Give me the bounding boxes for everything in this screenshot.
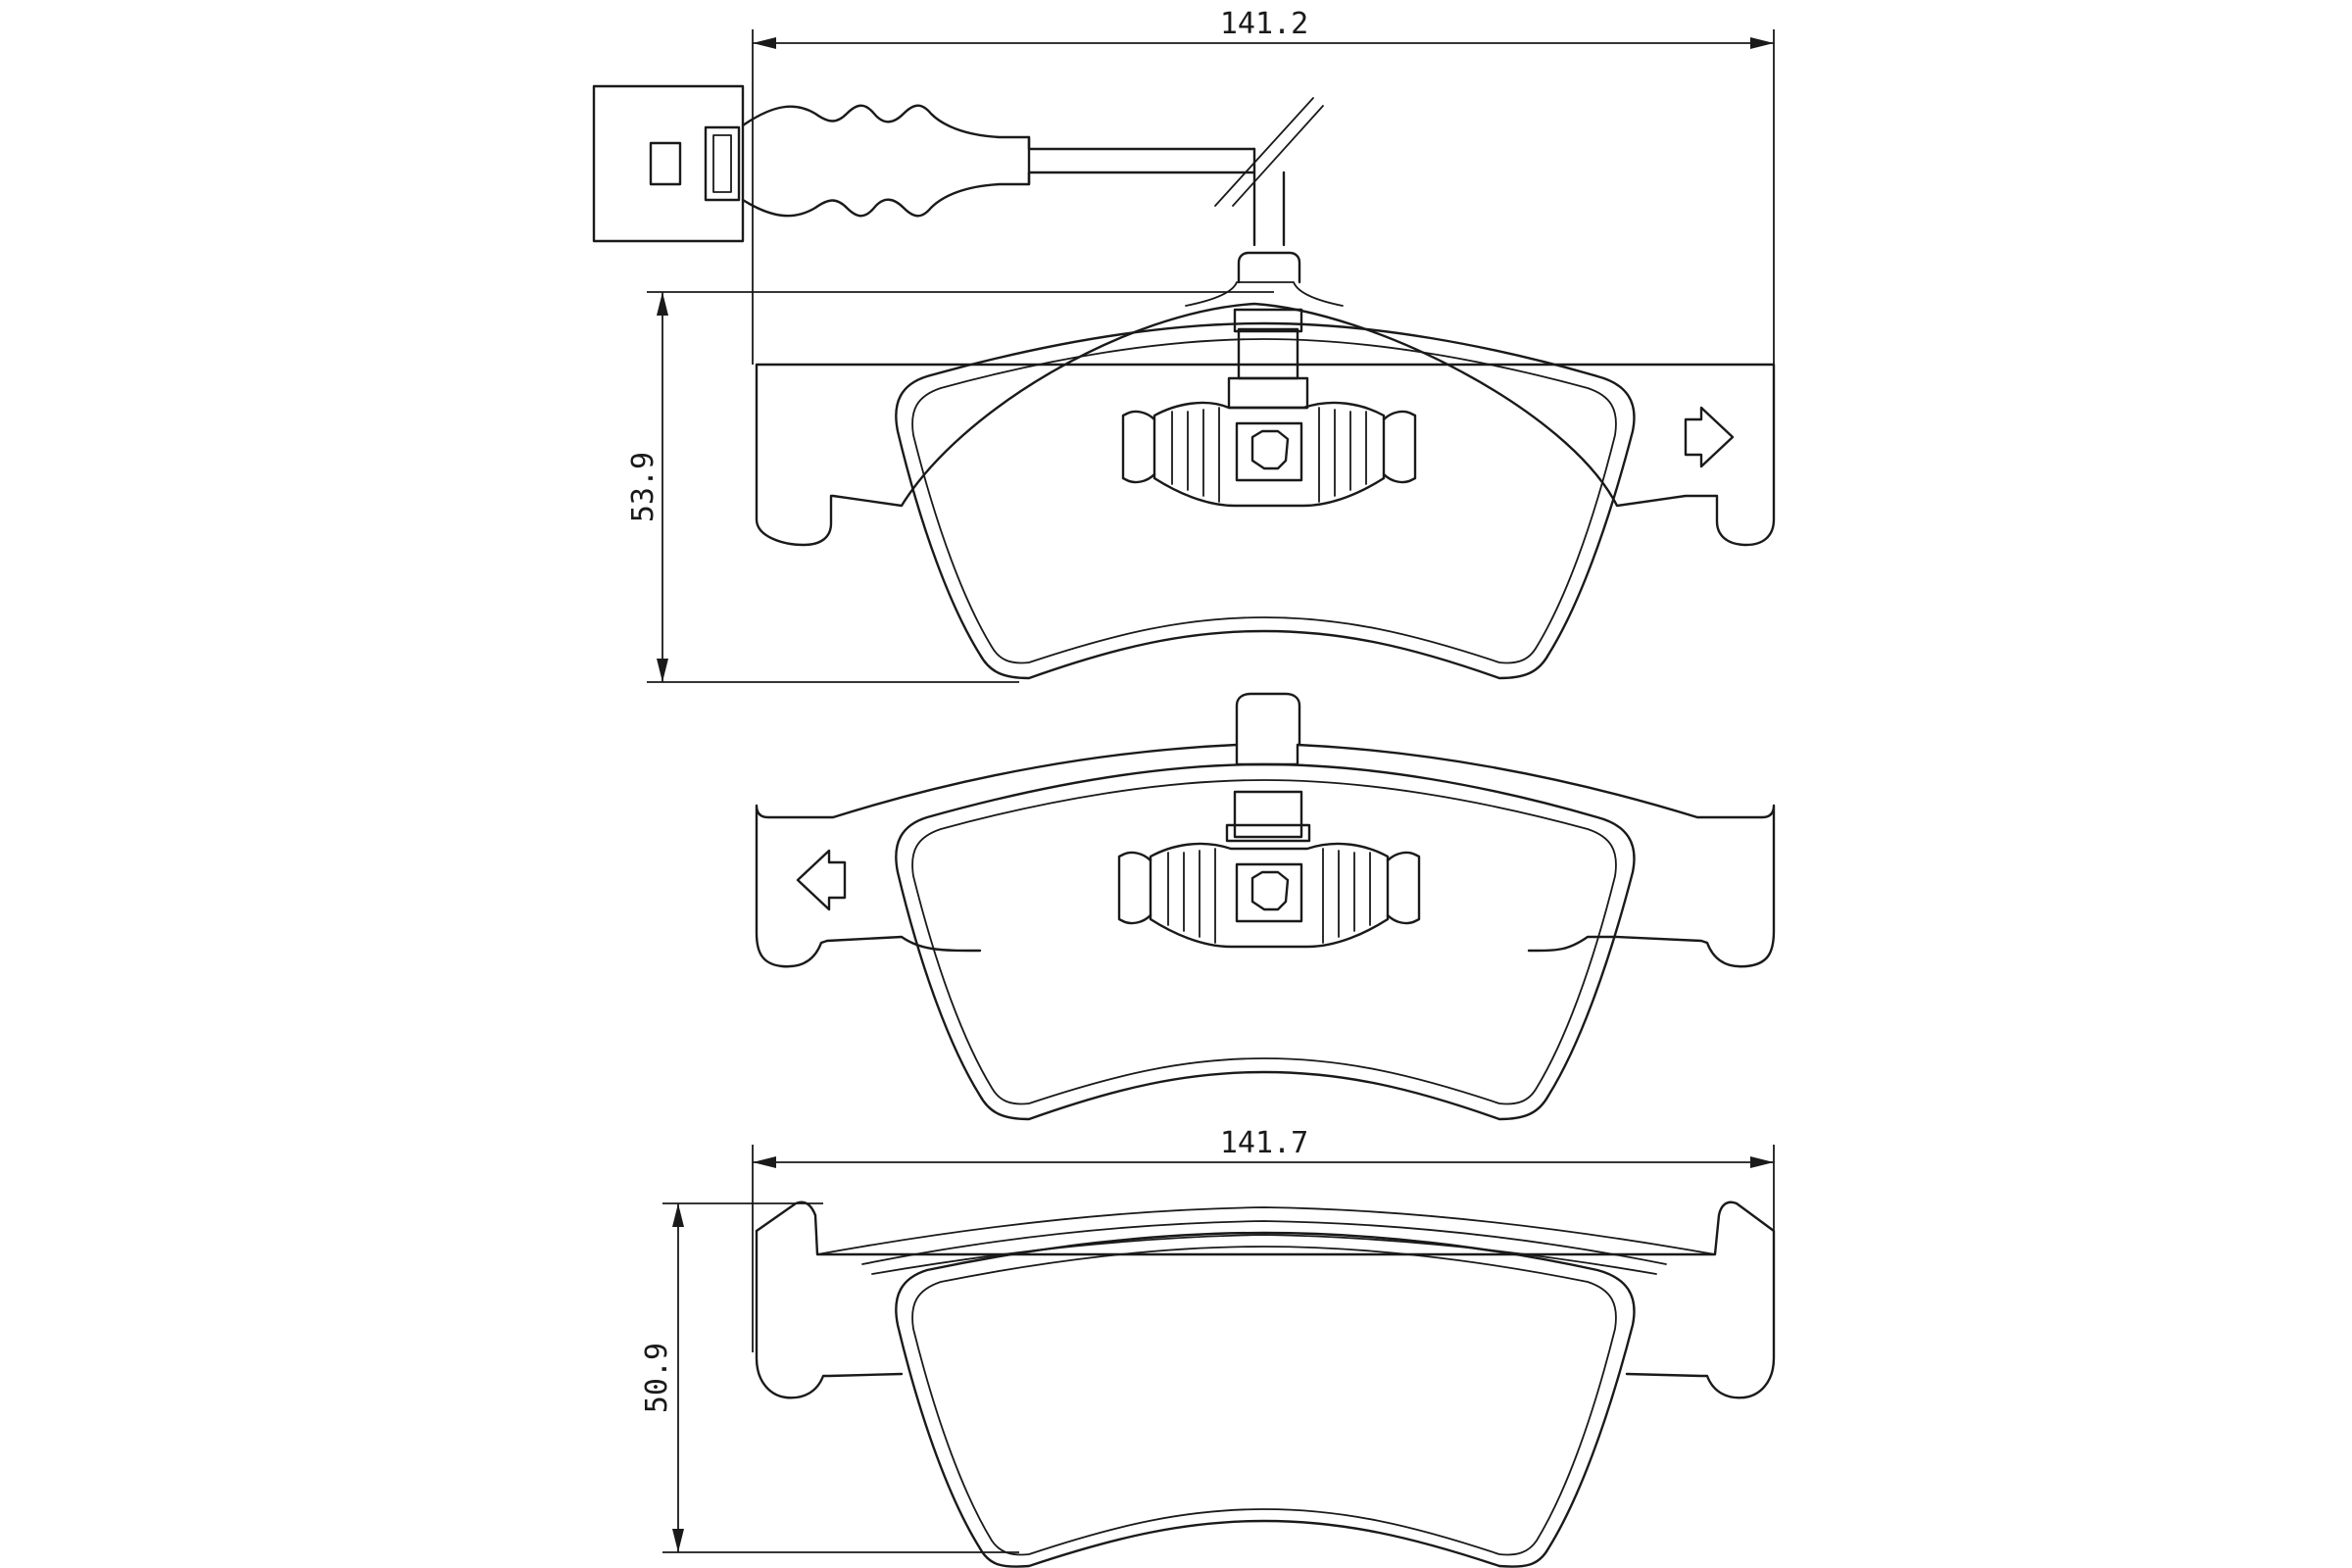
dimension-bottom-height: 50.9: [640, 1202, 1019, 1553]
dimension-label-top-height: 53.9: [626, 452, 661, 522]
dimension-label-bottom-height: 50.9: [640, 1343, 674, 1413]
brake-pad-bottom-view: [755, 1200, 1776, 1568]
dimension-label-top-width: 141.2: [1220, 7, 1308, 41]
wear-sensor-connector: [592, 84, 745, 243]
brake-pad-top-view: [755, 251, 1776, 680]
dimension-label-bottom-width: 141.7: [1220, 1126, 1308, 1160]
brake-pad-middle-view: [755, 692, 1776, 1121]
wear-sensor-cable: [741, 97, 1324, 247]
dimension-top-height: 53.9: [626, 291, 1274, 683]
dimension-top-width: 141.2: [752, 7, 1775, 365]
dimension-bottom-width: 141.7: [752, 1126, 1775, 1352]
